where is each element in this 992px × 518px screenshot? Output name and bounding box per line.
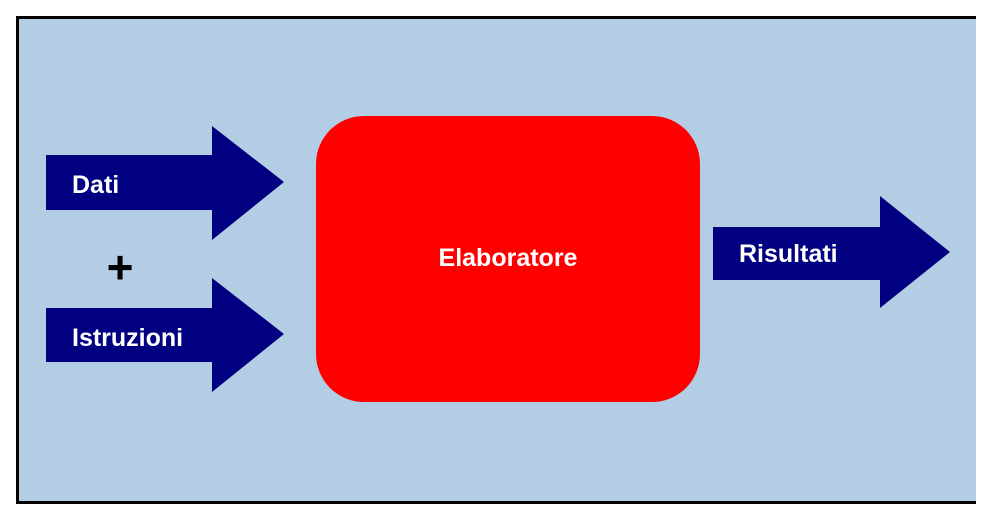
data-input-label: Dati: [72, 171, 119, 199]
processor-label: Elaboratore: [439, 244, 578, 272]
output-label: Risultati: [739, 240, 838, 268]
instructions-input-arrow: [46, 278, 284, 392]
instructions-input-label: Istruzioni: [72, 324, 183, 352]
plus-sign: +: [107, 241, 134, 293]
data-input-arrow: [46, 126, 284, 240]
output-arrow: [713, 196, 950, 308]
processor-block: [316, 116, 700, 402]
